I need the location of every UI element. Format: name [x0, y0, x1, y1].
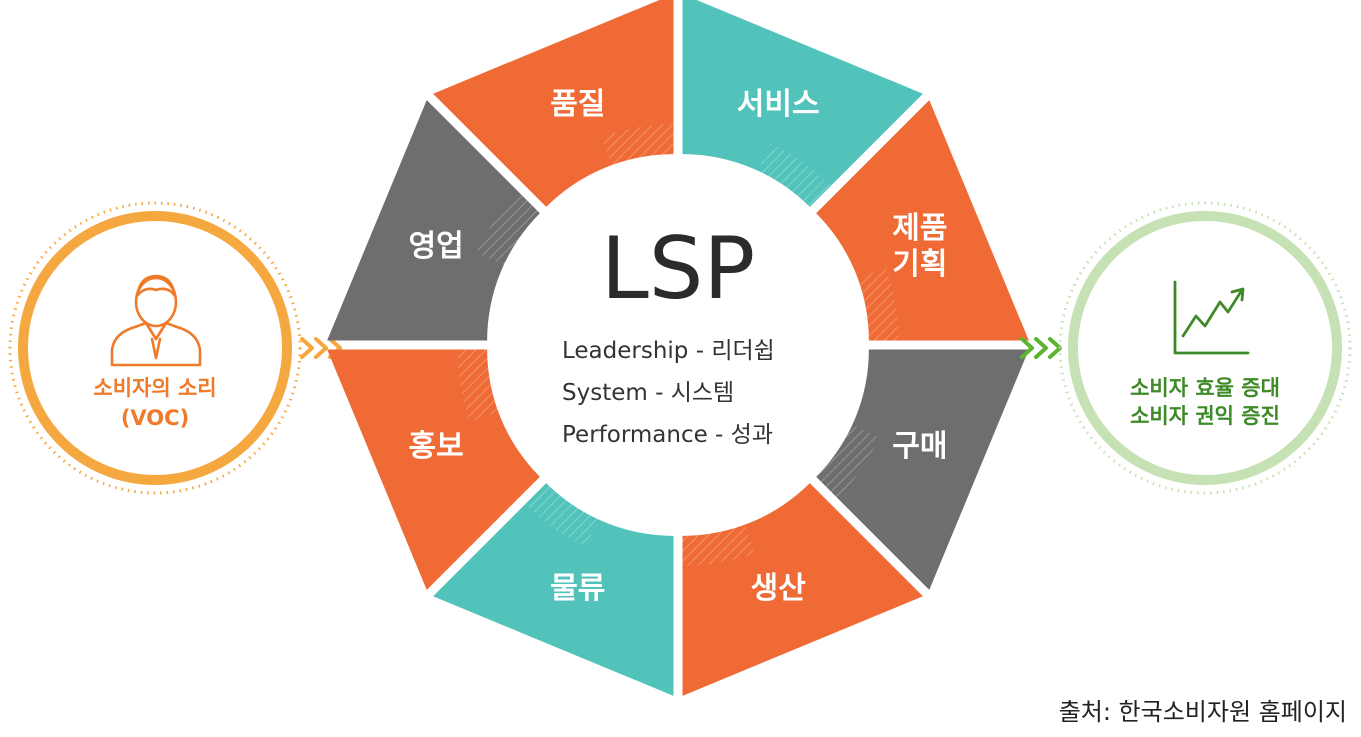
- benefit-label-line-1: 소비자 효율 증대: [1130, 376, 1280, 400]
- segment-shape: [816, 349, 1029, 590]
- right-arrows: [1020, 337, 1062, 359]
- source-caption: 출처: 한국소비자원 홈페이지: [1058, 698, 1347, 726]
- segment-label: 서비스: [737, 87, 820, 122]
- chevron-right-icon: [1034, 337, 1048, 359]
- segment-6: 홍보: [327, 349, 540, 590]
- voc-label-line-2: (VOC): [121, 406, 189, 430]
- segment-label: 물류: [550, 571, 605, 606]
- segment-5: 물류: [433, 483, 674, 696]
- center-line-performance: Performance - 성과: [562, 422, 773, 448]
- center-title: LSP: [601, 219, 755, 319]
- segment-7: 영업: [327, 100, 540, 341]
- segment-8: 품질: [433, 0, 674, 207]
- segment-label: 제품: [892, 211, 947, 246]
- voc-circle-dots: [8, 201, 302, 495]
- segment-hatch: [476, 192, 540, 266]
- segment-label: 구매: [892, 429, 947, 464]
- person-icon: [110, 274, 202, 367]
- segment-hatch: [682, 524, 756, 566]
- segment-hatch: [457, 349, 499, 423]
- center-line-leadership: Leadership - 리더쉽: [562, 338, 775, 364]
- segment-label: 생산: [751, 571, 807, 606]
- center-disc: [498, 165, 858, 525]
- segment-hatch: [600, 124, 674, 166]
- segment-shape: [682, 0, 923, 207]
- segment-label: 영업: [409, 229, 464, 264]
- chevron-right-icon: [1048, 337, 1062, 359]
- benefit-label-line-2: 소비자 권익 증진: [1130, 404, 1280, 428]
- segment-4: 생산: [682, 483, 923, 696]
- segment-3: 구매: [816, 349, 1029, 590]
- segment-label: 품질: [550, 87, 605, 122]
- benefit-circle-ring: [1068, 211, 1342, 485]
- segment-hatch: [857, 267, 899, 341]
- segment-1: 서비스: [682, 0, 923, 207]
- benefit-circle-dots: [1058, 201, 1352, 495]
- voc-label-line-1: 소비자의 소리: [93, 376, 216, 400]
- segment-hatch: [816, 424, 880, 498]
- benefit-circle: 소비자 효율 증대 소비자 권익 증진: [1058, 201, 1352, 495]
- segment-label: 기획: [892, 247, 947, 282]
- segment-shape: [327, 100, 540, 341]
- chevron-right-icon: [1020, 337, 1034, 359]
- center-line-system: System - 시스템: [562, 380, 734, 406]
- segment-hatch: [525, 483, 599, 547]
- segment-hatch: [757, 143, 831, 207]
- segment-shape: [433, 483, 674, 696]
- chevron-right-icon: [314, 337, 328, 359]
- growth-chart-icon: [1173, 280, 1250, 355]
- chevron-right-icon: [300, 337, 314, 359]
- voc-circle: 소비자의 소리 (VOC): [8, 201, 302, 495]
- segment-label: 홍보: [409, 429, 464, 464]
- lsp-center: LSP Leadership - 리더쉽 System - 시스템 Perfor…: [498, 165, 858, 525]
